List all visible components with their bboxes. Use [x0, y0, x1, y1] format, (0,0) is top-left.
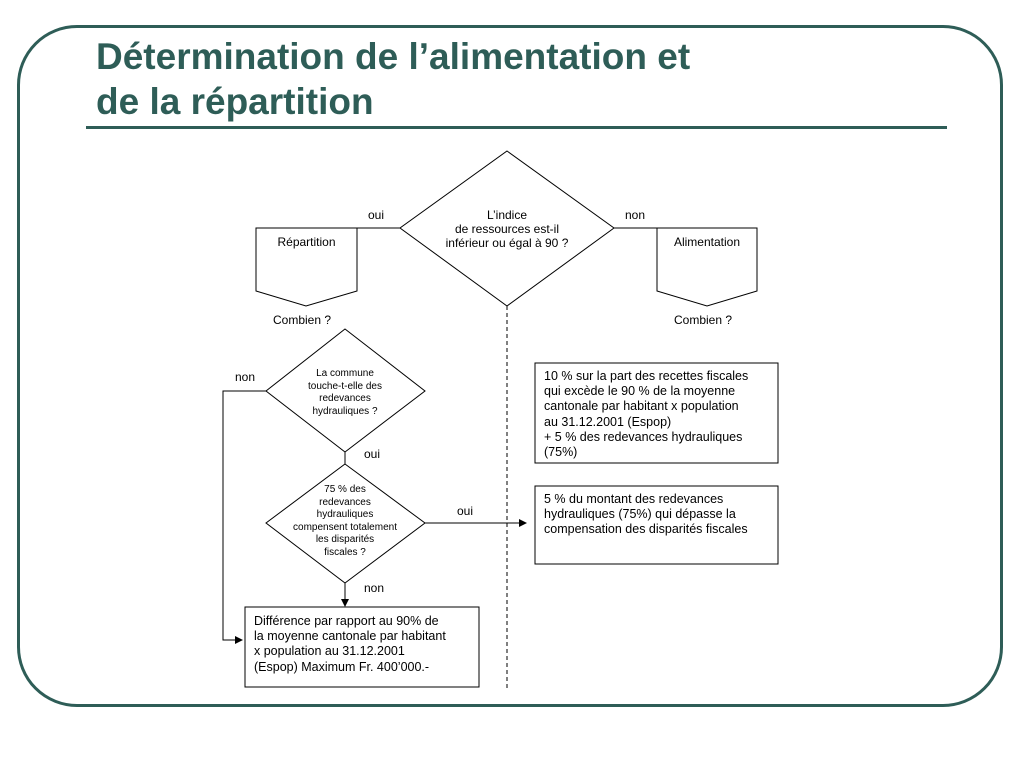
title-line-2: de la répartition — [96, 81, 374, 122]
box-difference-line-3: x population au 31.12.2001 — [254, 644, 405, 659]
box-difference-line-1: Différence par rapport au 90% de — [254, 614, 439, 628]
title-line-1: Détermination de l’alimentation et — [96, 36, 691, 77]
document-shape-alimentation — [656, 227, 758, 307]
box-difference-line-4: (Espop) Maximum Fr. 400’000.- — [254, 659, 430, 674]
decision-main-line-2: de ressources est-il — [454, 222, 560, 236]
label-non-compensation: non — [364, 581, 385, 595]
box-alimentation-rule-line-6: (75%) — [544, 445, 578, 459]
slide-title: Détermination de l’alimentation et de la… — [96, 34, 936, 124]
decision-compensation-line-1: 75 % des — [324, 484, 366, 495]
box-hydro-rule-frame — [534, 485, 779, 565]
label-oui-main: oui — [368, 208, 385, 222]
decision-compensation-line-2: redevances — [319, 496, 371, 508]
alimentation-question: Combien ? — [674, 313, 733, 327]
box-difference: Différence par rapport au 90% de la moye… — [254, 614, 476, 675]
box-alimentation-rule: 10 % sur la part des recettes fiscales q… — [544, 369, 774, 459]
decision-compensation-line-3: hydrauliques — [316, 509, 374, 520]
document-shape-repartition — [255, 227, 358, 307]
decision-main-line-1: L’indice — [486, 208, 528, 222]
box-hydro-rule-line-2: hydrauliques (75%) qui dépasse la — [544, 507, 736, 522]
repartition-question: Combien ? — [273, 313, 332, 327]
label-oui-hydro: oui — [364, 447, 381, 461]
box-alimentation-rule-line-3: cantonale par habitant x population — [544, 399, 739, 414]
label-non-main: non — [625, 208, 646, 222]
decision-compensation-line-6: fiscales ? — [324, 546, 366, 558]
decision-main-line-3: inférieur ou égal à 90 ? — [445, 236, 569, 250]
decision-compensation-text: 75 % des redevances hydrauliques compens… — [283, 484, 407, 559]
box-difference-frame — [244, 606, 480, 688]
label-oui-compensation: oui — [457, 504, 474, 518]
box-alimentation-rule-line-4: au 31.12.2001 (Espop) — [544, 414, 672, 429]
decision-compensation-line-5: les disparités — [315, 534, 375, 545]
decision-main-text: L’indice de ressources est-il inférieur … — [430, 208, 584, 250]
label-non-hydro: non — [235, 370, 256, 384]
box-alimentation-rule-line-5: + 5 % des redevances hydrauliques — [544, 429, 743, 444]
box-difference-line-2: la moyenne cantonale par habitant — [254, 629, 446, 644]
decision-hydro-line-1: La commune — [316, 368, 374, 379]
box-hydro-rule: 5 % du montant des redevances hydrauliqu… — [544, 492, 774, 538]
decision-compensation-line-4: compensent totalement — [293, 521, 397, 533]
repartition-title: Répartition — [277, 235, 336, 249]
decision-hydro-line-2: touche-t-elle des — [308, 380, 382, 392]
decision-hydro-text: La commune touche-t-elle des redevances … — [290, 368, 400, 418]
box-hydro-rule-line-1: 5 % du montant des redevances — [544, 492, 724, 506]
decision-hydro-line-4: hydrauliques ? — [312, 405, 378, 417]
connector-non-hydro — [222, 390, 266, 644]
alimentation-title: Alimentation — [673, 235, 741, 249]
box-alimentation-rule-frame — [534, 362, 779, 464]
slide-frame — [17, 25, 1003, 707]
box-alimentation-rule-line-1: 10 % sur la part des recettes fiscales — [544, 369, 749, 383]
title-underline — [86, 126, 947, 129]
box-hydro-rule-line-3: compensation des disparités fiscales — [544, 522, 748, 537]
decision-hydro-line-3: redevances — [319, 393, 371, 404]
box-alimentation-rule-line-2: qui excède le 90 % de la moyenne — [544, 384, 736, 399]
